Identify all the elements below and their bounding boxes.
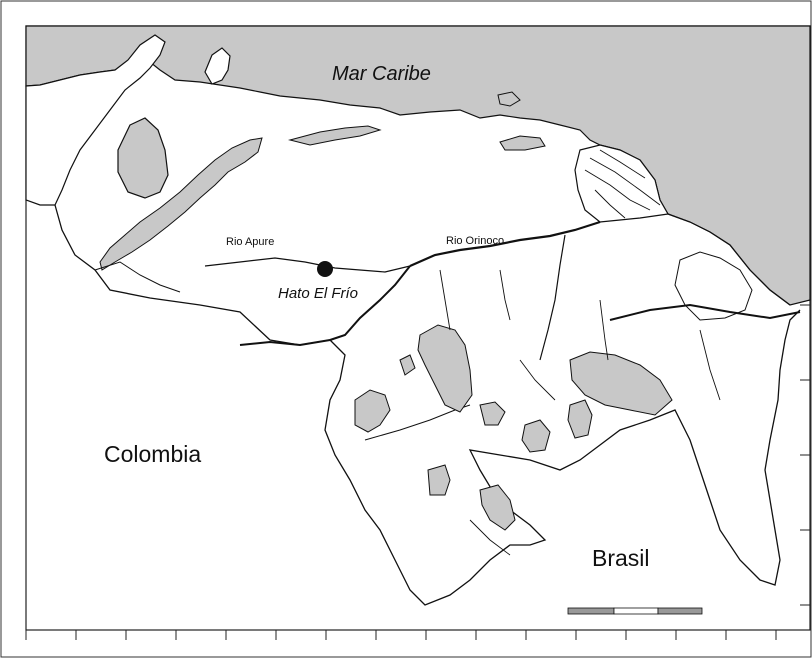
- guyana-border: [667, 213, 791, 306]
- coastal-range-1: [288, 125, 382, 146]
- scale-bar-icon: [567, 607, 703, 615]
- paraguana-peninsula: [204, 47, 231, 85]
- guayana-highland-1: [417, 324, 473, 413]
- west-border: [94, 261, 181, 293]
- river-orinoco-upper: [329, 265, 411, 341]
- orinoco-delta: [574, 144, 669, 223]
- border-ticks: [25, 79, 810, 640]
- river-meta: [239, 339, 331, 347]
- andes-highland: [99, 137, 263, 271]
- river-apure-label: Rio Apure: [226, 236, 274, 248]
- guayana-highland-4: [521, 419, 551, 453]
- colombia-label: Colombia: [104, 441, 201, 467]
- filled-circle-icon: [317, 261, 333, 277]
- coastal-island: [497, 91, 521, 107]
- gran-sabana-highland: [569, 351, 673, 416]
- delta-channels: [584, 149, 661, 219]
- river-cuyuni: [609, 303, 801, 321]
- river-caroni: [539, 234, 566, 361]
- site-label: Hato El Frío: [278, 285, 358, 302]
- guayana-highland-2: [354, 389, 391, 433]
- lake-maracaibo: [117, 117, 169, 199]
- guayana-highland-7: [567, 399, 593, 439]
- guayana-highland-5: [427, 464, 451, 496]
- guajira-peninsula: [25, 34, 166, 206]
- river-orinoco-label: Rio Orinoco: [446, 235, 504, 247]
- brasil-label: Brasil: [592, 545, 650, 571]
- guayana-tributaries: [439, 269, 721, 556]
- guayana-highland-3: [479, 401, 506, 426]
- sea-label: Mar Caribe: [332, 63, 431, 85]
- guayana-highland-6: [479, 484, 516, 531]
- guyana-inner-line: [674, 251, 753, 321]
- coastal-range-2: [499, 135, 546, 151]
- guayana-highland-8: [399, 354, 416, 376]
- river-orinoco: [409, 220, 601, 268]
